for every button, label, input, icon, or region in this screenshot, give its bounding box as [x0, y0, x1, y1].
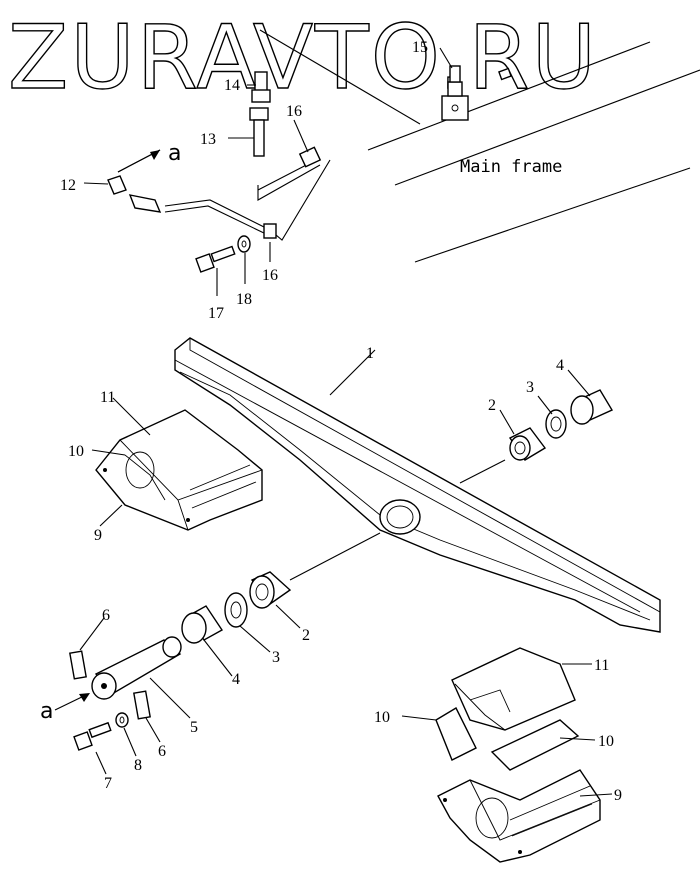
washer-8 — [115, 712, 137, 757]
label-11-left: 11 — [100, 389, 115, 406]
label-4-left: 4 — [232, 671, 240, 688]
plate-6-bottom — [133, 690, 161, 743]
cap-11-right — [451, 647, 592, 731]
label-2-left: 2 — [302, 627, 310, 644]
label-9-right: 9 — [614, 787, 622, 804]
grease-fitting-15 — [439, 47, 469, 121]
label-6-bottom: 6 — [158, 743, 166, 760]
main-frame-sketch — [259, 29, 700, 263]
bushing-4-right — [567, 369, 614, 425]
label-8: 8 — [134, 757, 142, 774]
equalizer-bar — [174, 337, 661, 633]
bushing-4-left — [181, 605, 233, 677]
plate-6-top — [69, 617, 105, 680]
liner-10-left-right — [401, 707, 477, 761]
label-5: 5 — [190, 719, 198, 736]
bolt-17 — [195, 245, 236, 296]
base-9-right — [437, 769, 613, 863]
main-frame-label: Main frame — [460, 157, 562, 177]
hose-assembly — [164, 119, 331, 262]
label-6-top: 6 — [102, 607, 110, 624]
label-4-right: 4 — [556, 357, 564, 374]
support-assembly-left — [91, 397, 263, 531]
label-16-top: 16 — [286, 103, 302, 120]
label-3-right: 3 — [526, 379, 534, 396]
label-15: 15 — [412, 39, 428, 56]
bushing-2-left — [249, 571, 301, 629]
view-marker-a-lower: a — [40, 699, 53, 724]
bolt-13 — [228, 107, 269, 157]
bearing-3-right — [537, 395, 567, 439]
bolt-7 — [73, 721, 112, 775]
label-17: 17 — [208, 305, 224, 322]
label-9-left: 9 — [94, 527, 102, 544]
label-10-left: 10 — [68, 443, 84, 460]
washer-18 — [237, 235, 251, 284]
elbow-12 — [83, 149, 162, 213]
part-labels: 1 2 3 4 2 3 4 5 6 6 7 8 9 9 10 10 10 11 … — [40, 39, 622, 804]
watermark-text: ZURAVTO.RU — [8, 6, 598, 109]
label-3-left: 3 — [272, 649, 280, 666]
label-18: 18 — [236, 291, 252, 308]
label-11-right: 11 — [594, 657, 609, 674]
view-arrow-a-lower — [54, 693, 90, 711]
label-16-bottom: 16 — [262, 267, 278, 284]
label-13: 13 — [200, 131, 216, 148]
bushing-2-right — [499, 409, 547, 461]
view-arrow-a-upper — [117, 149, 161, 173]
grease-fitting-14 — [247, 71, 271, 103]
label-2-right: 2 — [488, 397, 496, 414]
label-14: 14 — [224, 77, 240, 94]
label-10-right-b: 10 — [598, 733, 614, 750]
label-10-right-a: 10 — [374, 709, 390, 726]
liner-10-right-right — [490, 719, 596, 771]
label-1: 1 — [366, 345, 374, 362]
bearing-3-left — [224, 592, 271, 653]
label-7: 7 — [104, 775, 112, 792]
pin-5 — [91, 636, 191, 719]
label-12: 12 — [60, 177, 76, 194]
view-marker-a-upper: a — [168, 141, 181, 166]
